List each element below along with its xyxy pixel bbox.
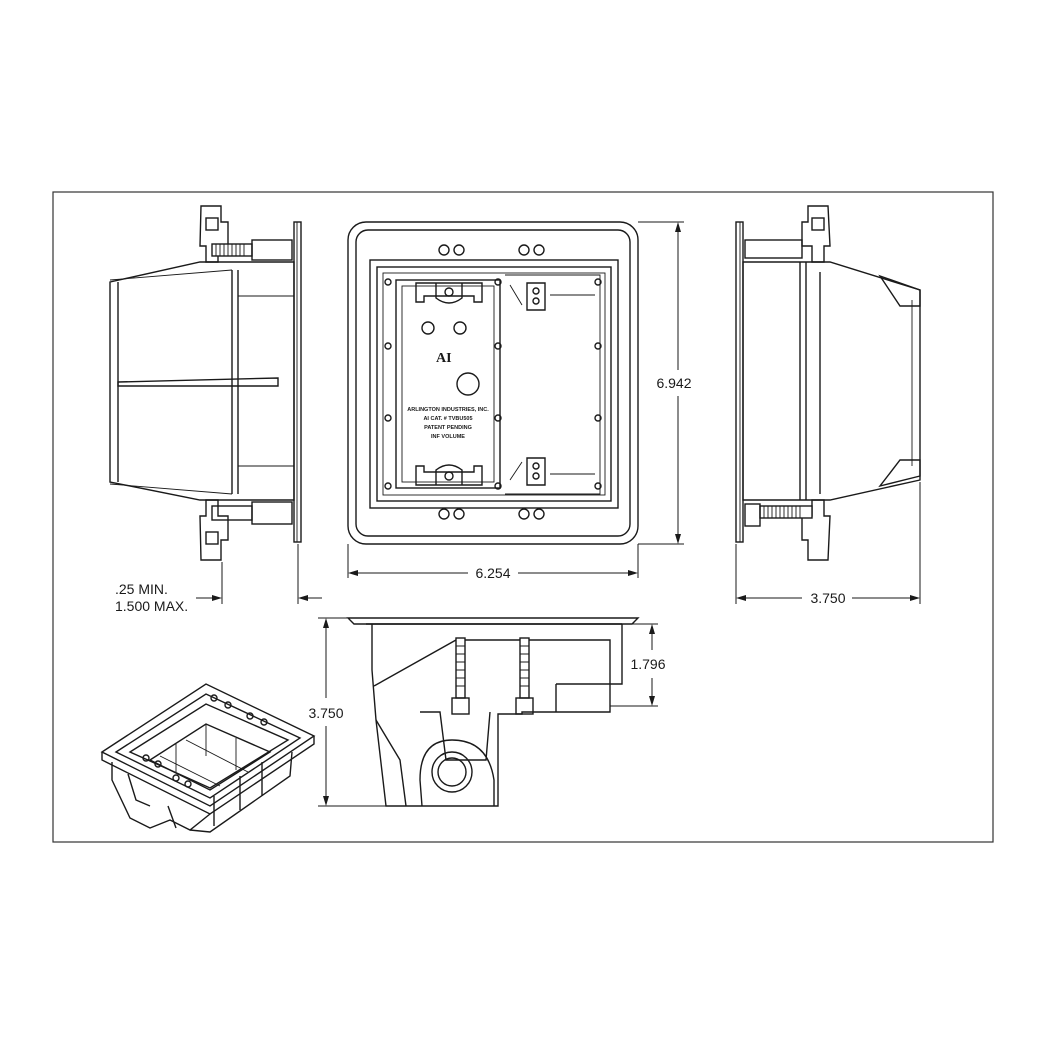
ai-logo: AI — [436, 351, 452, 366]
dim-width-front: 6.254 — [347, 544, 639, 581]
dim-height-front-label: 6.942 — [656, 375, 691, 391]
dim-depth-bottom-label: 3.750 — [308, 705, 343, 721]
dim-width-front-label: 6.254 — [475, 565, 510, 581]
label-line-4: INF VOLUME — [431, 434, 465, 440]
dim-step-height: 1.796 — [610, 623, 666, 707]
dim-wall-min-label: .25 MIN. — [115, 581, 168, 597]
drawing-frame — [52, 191, 994, 843]
dim-depth-side: 3.750 — [735, 482, 921, 606]
front-view: AI ARLINGTON INDUSTRIES, INC. AI CAT. # … — [347, 221, 639, 545]
label-line-1: ARLINGTON INDUSTRIES, INC. — [407, 407, 489, 413]
label-line-2: AI CAT. # TVBU505 — [423, 416, 472, 422]
right-side-view — [735, 205, 921, 561]
label-line-3: PATENT PENDING — [424, 425, 472, 431]
bottom-view — [346, 617, 640, 807]
left-side-view — [109, 205, 302, 561]
dim-wall-thickness: .25 MIN. 1.500 MAX. — [115, 544, 322, 614]
dim-step-height-label: 1.796 — [630, 656, 665, 672]
dim-wall-max-label: 1.500 MAX. — [115, 598, 188, 614]
dim-depth-bottom: 3.750 — [308, 617, 386, 807]
dim-depth-side-label: 3.750 — [810, 590, 845, 606]
dim-height-front: 6.942 — [638, 221, 692, 545]
isometric-view — [100, 683, 316, 833]
